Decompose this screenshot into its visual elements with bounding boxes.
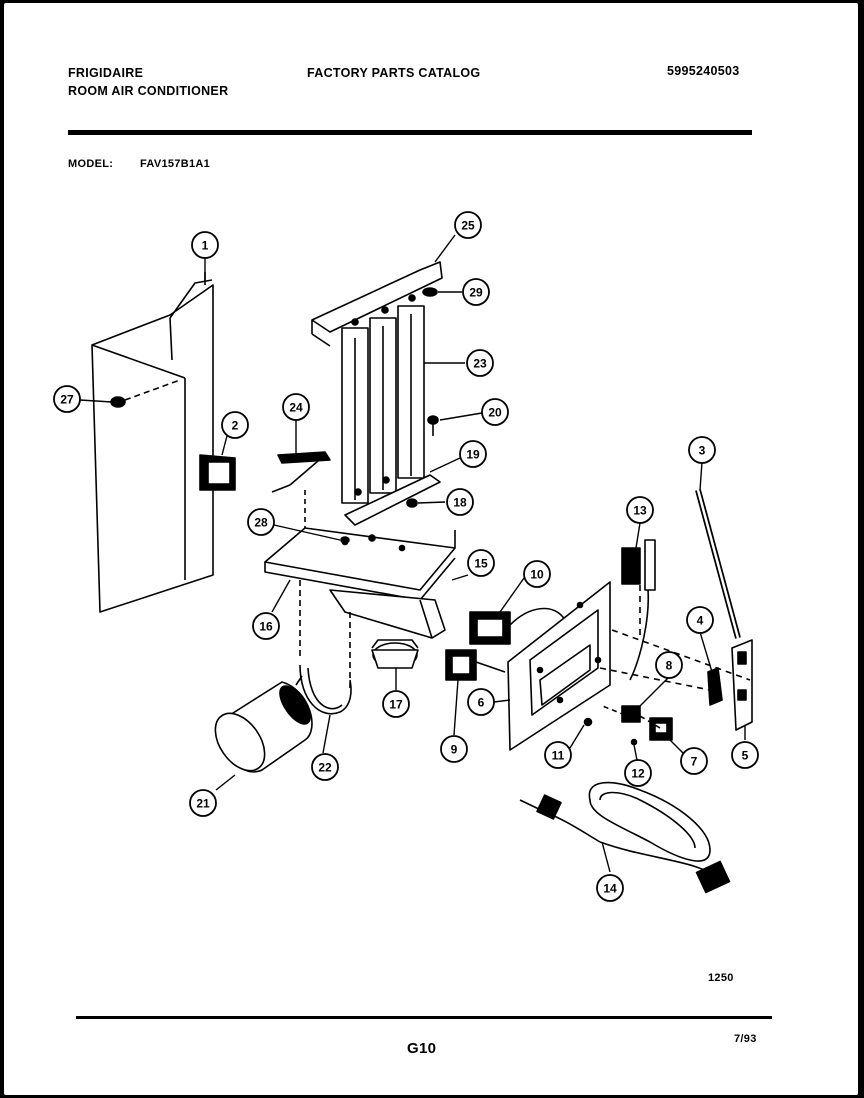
callout-16: 16 <box>252 612 280 640</box>
callout-number: 3 <box>699 444 706 458</box>
callout-8: 8 <box>655 651 683 679</box>
callout-12: 12 <box>624 759 652 787</box>
header-rule <box>68 130 752 135</box>
callout-number: 15 <box>474 557 488 571</box>
callout-number: 21 <box>196 797 210 811</box>
brand-name: FRIGIDAIRE <box>68 66 144 80</box>
page-code: G10 <box>407 1040 437 1057</box>
callout-18: 18 <box>446 488 474 516</box>
callout-number: 22 <box>318 761 332 775</box>
callout-13: 13 <box>626 496 654 524</box>
capacitor-part <box>214 675 313 773</box>
callout-29: 29 <box>462 278 490 306</box>
callout-number: 6 <box>478 696 485 710</box>
callout-number: 25 <box>461 219 475 233</box>
power-cord-part <box>519 781 731 894</box>
callout-24: 24 <box>282 393 310 421</box>
coil-frame-part <box>311 261 443 526</box>
callout-14: 14 <box>596 874 624 902</box>
callout-number: 1 <box>202 239 209 253</box>
callout-15: 15 <box>467 549 495 577</box>
callout-number: 16 <box>259 620 273 634</box>
callout-20: 20 <box>481 398 509 426</box>
callout-7: 7 <box>680 747 708 775</box>
drawing-number: 1250 <box>708 972 734 984</box>
control-panel-part <box>507 581 611 751</box>
callout-25: 25 <box>454 211 482 239</box>
grommet-part <box>422 287 438 297</box>
callout-21: 21 <box>189 789 217 817</box>
catalog-number: 5995240503 <box>667 64 740 78</box>
callout-1: 1 <box>191 231 219 259</box>
callout-number: 2 <box>232 419 239 433</box>
callout-3: 3 <box>688 436 716 464</box>
model-value: FAV157B1A1 <box>140 158 211 170</box>
revision-date: 7/93 <box>734 1033 757 1045</box>
callout-6: 6 <box>467 688 495 716</box>
callout-23: 23 <box>466 349 494 377</box>
relay-part <box>371 639 419 669</box>
callout-number: 7 <box>691 755 698 769</box>
callout-number: 10 <box>530 568 544 582</box>
callout-10: 10 <box>523 560 551 588</box>
callout-9: 9 <box>440 735 468 763</box>
callout-number: 11 <box>552 749 565 763</box>
callout-17: 17 <box>382 690 410 718</box>
callout-number: 28 <box>254 516 268 530</box>
callout-number: 13 <box>633 504 647 518</box>
strap-part <box>271 451 331 493</box>
catalog-title: FACTORY PARTS CATALOG <box>307 66 481 80</box>
callout-number: 4 <box>697 614 704 628</box>
mounting-bracket-part <box>707 639 753 731</box>
callout-number: 29 <box>469 286 483 300</box>
callout-19: 19 <box>459 440 487 468</box>
callout-number: 19 <box>466 448 480 462</box>
callout-number: 24 <box>289 401 303 415</box>
callout-number: 20 <box>488 406 502 420</box>
callout-28: 28 <box>247 508 275 536</box>
callout-5: 5 <box>731 741 759 769</box>
screws-part <box>340 415 439 544</box>
selector-switch-part <box>445 649 506 681</box>
thermostat-bulb-part <box>621 539 656 681</box>
callout-number: 14 <box>603 882 617 896</box>
base-pan-part <box>264 490 456 690</box>
callout-number: 9 <box>451 743 458 757</box>
side-panel-part <box>91 272 214 613</box>
callout-number: 17 <box>389 698 403 712</box>
footer-rule <box>76 1016 772 1019</box>
product-name: ROOM AIR CONDITIONER <box>68 84 229 98</box>
callout-number: 27 <box>60 393 74 407</box>
callout-11: 11 <box>544 741 572 769</box>
bracket-part <box>199 454 236 491</box>
callout-number: 23 <box>473 357 487 371</box>
callout-number: 5 <box>742 749 749 763</box>
callout-number: 12 <box>631 767 645 781</box>
wire-harness-part <box>299 664 352 715</box>
callout-27: 27 <box>53 385 81 413</box>
rod-part <box>695 489 741 639</box>
callout-22: 22 <box>311 753 339 781</box>
small-switch-part <box>583 704 673 746</box>
callout-number: 8 <box>666 659 673 673</box>
callout-number: 18 <box>453 496 467 510</box>
model-label: MODEL: <box>68 158 114 170</box>
callout-2: 2 <box>221 411 249 439</box>
callout-4: 4 <box>686 606 714 634</box>
thermostat-part <box>469 607 566 645</box>
